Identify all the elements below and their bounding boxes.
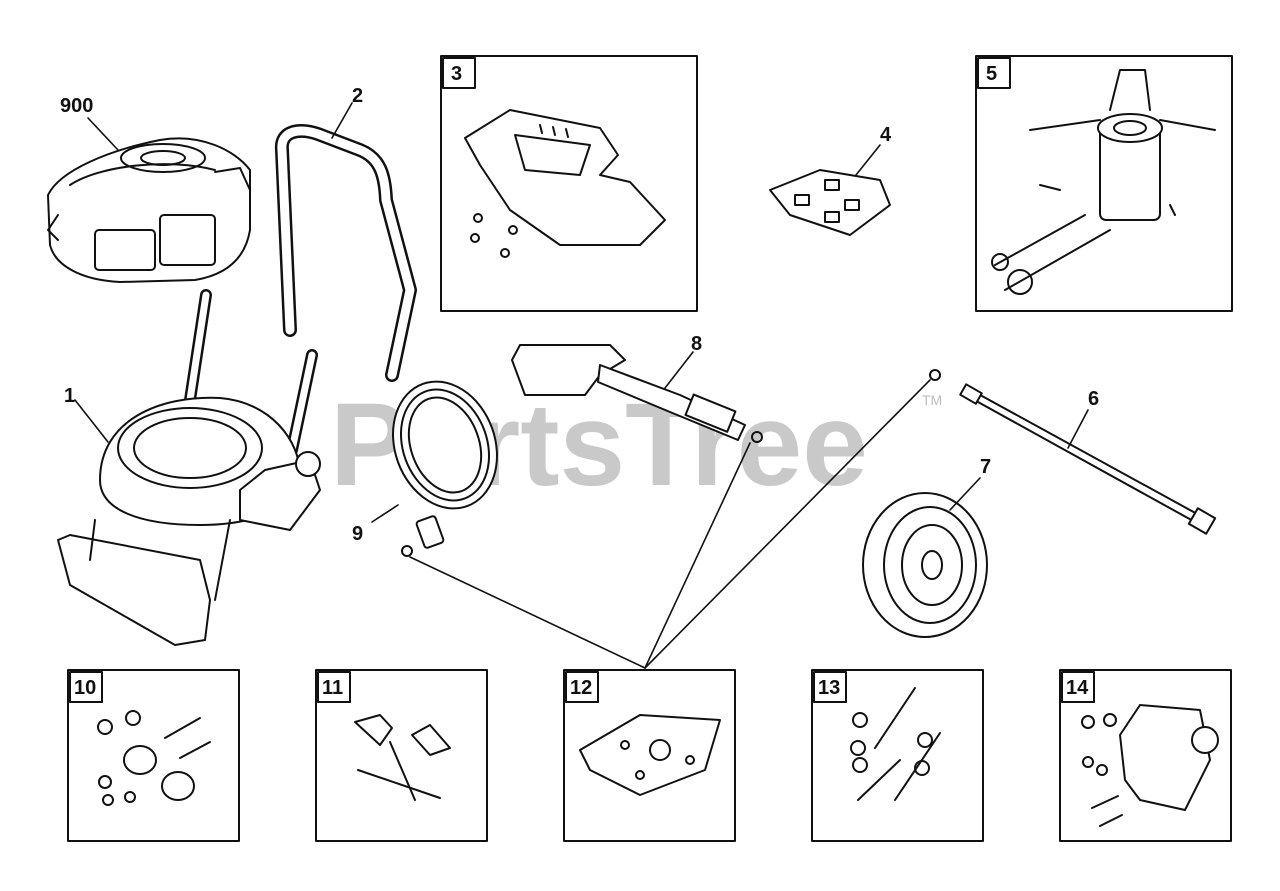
kit-box-10[interactable] [67, 669, 240, 842]
part-label-13[interactable]: 13 [818, 677, 840, 699]
part-label-4[interactable]: 4 [880, 124, 892, 146]
part-label-11[interactable]: 11 [322, 677, 343, 699]
spray-gun-drawing[interactable] [511, 344, 763, 443]
part-label-6[interactable]: 6 [1088, 388, 1099, 410]
part-label-10[interactable]: 10 [74, 677, 96, 699]
part-label-1[interactable]: 1 [64, 385, 75, 407]
engine-drawing[interactable] [47, 137, 251, 283]
wheel-drawing[interactable] [862, 492, 988, 638]
part-label-14[interactable]: 14 [1066, 677, 1089, 699]
pump-drawing[interactable] [991, 69, 1216, 295]
part-label-2[interactable]: 2 [352, 85, 363, 107]
part-label-7[interactable]: 7 [980, 456, 991, 478]
detergent-tank-drawing [1081, 704, 1219, 827]
part-label-3[interactable]: 3 [451, 63, 462, 85]
kit-box-13[interactable] [811, 669, 984, 842]
part-label-12[interactable]: 12 [570, 677, 592, 699]
o-ring-kit-drawing [579, 714, 721, 796]
shroud-drawing[interactable] [464, 109, 666, 258]
nozzle-pack-drawing[interactable] [769, 169, 891, 236]
part-label-5[interactable]: 5 [986, 63, 997, 85]
part-label-900[interactable]: 900 [60, 95, 93, 117]
part-label-9[interactable]: 9 [352, 523, 363, 545]
kit-box-5[interactable] [975, 55, 1233, 312]
kit-box-3[interactable] [440, 55, 698, 312]
handle-drawing[interactable] [274, 124, 417, 382]
kit-box-12[interactable] [563, 669, 736, 842]
spray-wand-drawing[interactable] [929, 369, 1217, 535]
frame-drawing[interactable] [57, 289, 321, 646]
kit-box-14[interactable] [1059, 669, 1232, 842]
part-label-8[interactable]: 8 [691, 333, 702, 355]
watermark-trademark: TM [922, 392, 942, 408]
axle-hardware-drawing [850, 687, 941, 801]
engine-mount-hardware-drawing [97, 710, 211, 806]
handle-knob-drawing [354, 714, 451, 801]
hose-drawing[interactable] [376, 367, 514, 557]
kit-box-11[interactable] [315, 669, 488, 842]
